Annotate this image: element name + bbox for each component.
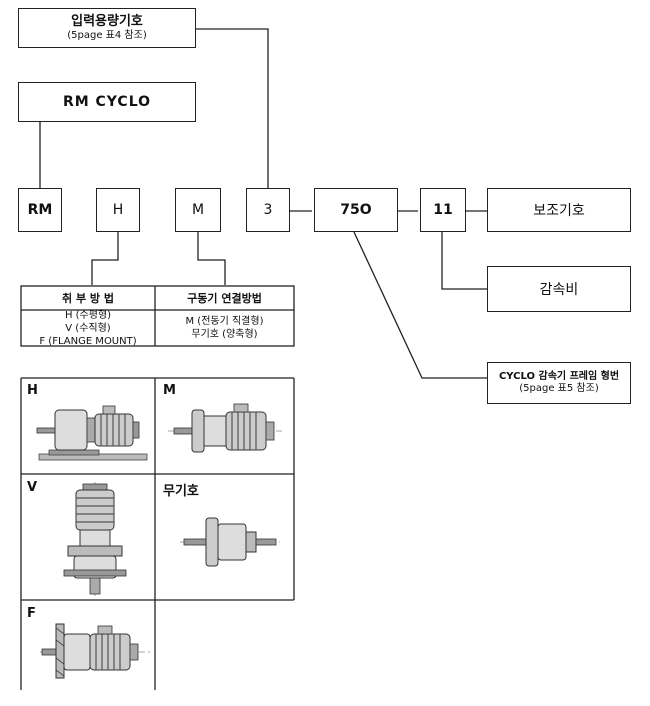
code-frame-box: 75O bbox=[314, 188, 398, 232]
frame-number-note: (5page 표5 참조) bbox=[519, 383, 599, 394]
code-rm-box: RM bbox=[18, 188, 62, 232]
motor-direct-image bbox=[168, 403, 283, 453]
table-cell-mounting: H (수평형) V (수직형) F (FLANGE MOUNT) bbox=[21, 309, 155, 347]
image-label-h: H bbox=[27, 383, 38, 398]
code-frame: 75O bbox=[340, 202, 372, 218]
code-capacity-box: 3 bbox=[246, 188, 290, 232]
aux-symbol-box: 보조기호 bbox=[487, 188, 631, 232]
code-h: H bbox=[112, 202, 124, 218]
code-ratio: 11 bbox=[433, 202, 453, 218]
code-h-box: H bbox=[96, 188, 140, 232]
reduction-ratio: 감속비 bbox=[539, 282, 579, 298]
aux-symbol: 보조기호 bbox=[533, 203, 585, 219]
code-rm: RM bbox=[27, 202, 53, 218]
connector-m bbox=[197, 232, 226, 285]
frame-number-box: CYCLO 감속기 프레임 형번 (5page 표5 참조) bbox=[487, 362, 631, 404]
table-header-mounting: 취 부 방 법 bbox=[62, 292, 114, 305]
vertical-mount-image bbox=[63, 482, 127, 597]
image-label-m: M bbox=[163, 383, 176, 398]
series-box: RM CYCLO bbox=[18, 82, 196, 122]
connector-h bbox=[91, 232, 119, 285]
connector-input-capacity bbox=[196, 28, 269, 188]
input-capacity-title: 입력용량기호 bbox=[71, 13, 143, 29]
double-shaft-image bbox=[180, 517, 280, 567]
connection-m: M (전동기 직결형) bbox=[185, 316, 264, 327]
series-label: RM CYCLO bbox=[62, 94, 152, 110]
image-label-v: V bbox=[27, 480, 38, 495]
input-capacity-note: (5page 표4 참조) bbox=[67, 29, 147, 41]
mounting-v: V (수직형) bbox=[65, 322, 111, 334]
code-m-box: M bbox=[175, 188, 221, 232]
horizontal-foot-mount-image bbox=[36, 405, 148, 461]
image-label-none: 무기호 bbox=[163, 484, 199, 499]
table-header-connection: 구동기 연결방법 bbox=[187, 292, 262, 305]
connector-frame bbox=[353, 231, 487, 379]
connection-none: 무기호 (양축형) bbox=[191, 329, 258, 340]
input-capacity-box: 입력용량기호 (5page 표4 참조) bbox=[18, 8, 196, 48]
flange-mount-image bbox=[40, 623, 150, 679]
code-ratio-box: 11 bbox=[420, 188, 466, 232]
mounting-h: H (수평형) bbox=[64, 309, 112, 321]
table-cell-connection: M (전동기 직결형) 무기호 (양축형) bbox=[155, 310, 294, 346]
image-label-f: F bbox=[27, 606, 36, 621]
code-m: M bbox=[191, 202, 205, 218]
reduction-ratio-box: 감속비 bbox=[487, 266, 631, 312]
frame-number-title: CYCLO 감속기 프레임 형번 bbox=[498, 370, 620, 382]
mounting-f: F (FLANGE MOUNT) bbox=[39, 335, 137, 347]
code-capacity: 3 bbox=[263, 202, 273, 218]
connector-ratio bbox=[441, 232, 487, 290]
